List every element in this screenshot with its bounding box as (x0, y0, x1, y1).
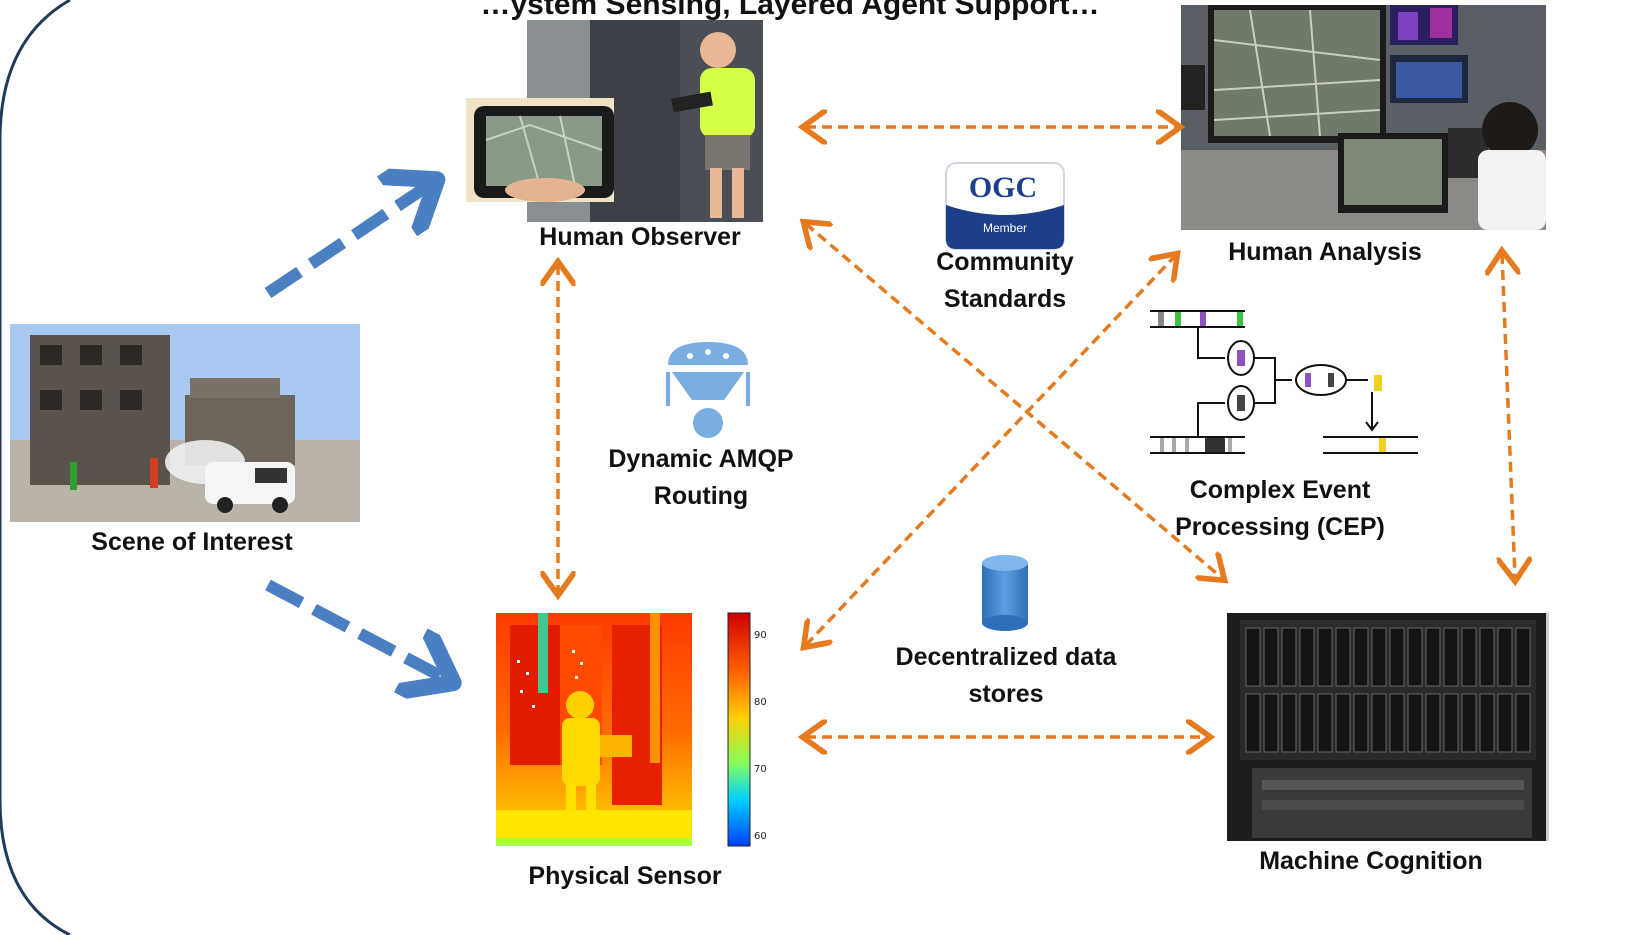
server-blade (1479, 627, 1495, 687)
diagram-title: …ystem Sensing, Layered Agent Support… (481, 0, 1100, 21)
physical-sensor-label: Physical Sensor (528, 862, 721, 890)
colorbar-tick: 90 (754, 630, 767, 641)
server-blade (1389, 693, 1405, 753)
server-blade (1389, 627, 1405, 687)
community-standards-label-line2: Standards (944, 285, 1066, 313)
server-blade (1371, 627, 1387, 687)
data-stores-label-line1: Decentralized data (896, 643, 1118, 671)
server-blade (1443, 693, 1459, 753)
server-blade (1335, 693, 1351, 753)
server-blade (1353, 693, 1369, 753)
cep-label-line1: Complex Event (1190, 476, 1371, 504)
server-blade (1299, 627, 1315, 687)
server-blade (1317, 693, 1333, 753)
human-analysis-label: Human Analysis (1228, 238, 1422, 266)
ogc-member-logo: OGC Member (945, 162, 1065, 250)
server-blade (1461, 627, 1477, 687)
server-blade (1425, 627, 1441, 687)
scene-to-sensor-arrow (265, 579, 448, 680)
cep-schematic-icon (1150, 310, 1418, 454)
server-blade (1443, 627, 1459, 687)
server-blade (1497, 627, 1513, 687)
outer-frame (0, 0, 71, 935)
observer-cognition-link (806, 224, 1222, 578)
server-blade (1245, 627, 1261, 687)
amqp-routing-label-line2: Routing (654, 482, 748, 510)
server-blade (1515, 693, 1531, 753)
scene-of-interest-label: Scene of Interest (91, 528, 293, 556)
server-blade (1281, 693, 1297, 753)
server-blade (1425, 693, 1441, 753)
amqp-router-icon (666, 342, 750, 438)
machine-cognition-label: Machine Cognition (1259, 847, 1483, 875)
human-analysis-photo (1181, 5, 1546, 230)
server-blade (1281, 627, 1297, 687)
server-blade (1299, 693, 1315, 753)
scene-of-interest-photo (10, 324, 360, 522)
server-blade (1317, 627, 1333, 687)
human-observer-label: Human Observer (539, 223, 741, 251)
machine-cognition-server-photo (1227, 613, 1549, 841)
colorbar-tick: 80 (754, 697, 767, 708)
server-blade (1461, 693, 1477, 753)
analysis-cognition-link (1502, 254, 1515, 578)
bidirectional-link-arrows (558, 127, 1515, 737)
ogc-logo-text: OGC (969, 171, 1037, 204)
server-blade (1353, 627, 1369, 687)
server-blade (1335, 627, 1351, 687)
server-blade (1497, 693, 1513, 753)
server-blade (1407, 693, 1423, 753)
human-observer-photo (466, 20, 763, 222)
sensor-analysis-link (806, 256, 1175, 645)
server-blade (1263, 627, 1279, 687)
server-blade (1245, 693, 1261, 753)
amqp-routing-label-line1: Dynamic AMQP (608, 445, 793, 473)
scene-to-observer-arrow (264, 183, 432, 298)
physical-sensor-thermal-image: 90 80 70 60 (496, 612, 767, 847)
server-blade (1407, 627, 1423, 687)
server-blade (1371, 693, 1387, 753)
server-blade (1515, 627, 1531, 687)
server-blade-grid (1245, 627, 1531, 753)
colorbar-tick: 70 (754, 764, 767, 775)
colorbar-tick: 60 (754, 831, 767, 842)
database-cylinder-icon (982, 555, 1028, 631)
community-standards-label-line1: Community (936, 248, 1074, 276)
ogc-member-badge-text: Member (983, 221, 1027, 235)
cep-label-line2: Processing (CEP) (1175, 513, 1385, 541)
data-stores-label-line2: stores (968, 680, 1043, 708)
server-blade (1263, 693, 1279, 753)
server-blade (1479, 693, 1495, 753)
